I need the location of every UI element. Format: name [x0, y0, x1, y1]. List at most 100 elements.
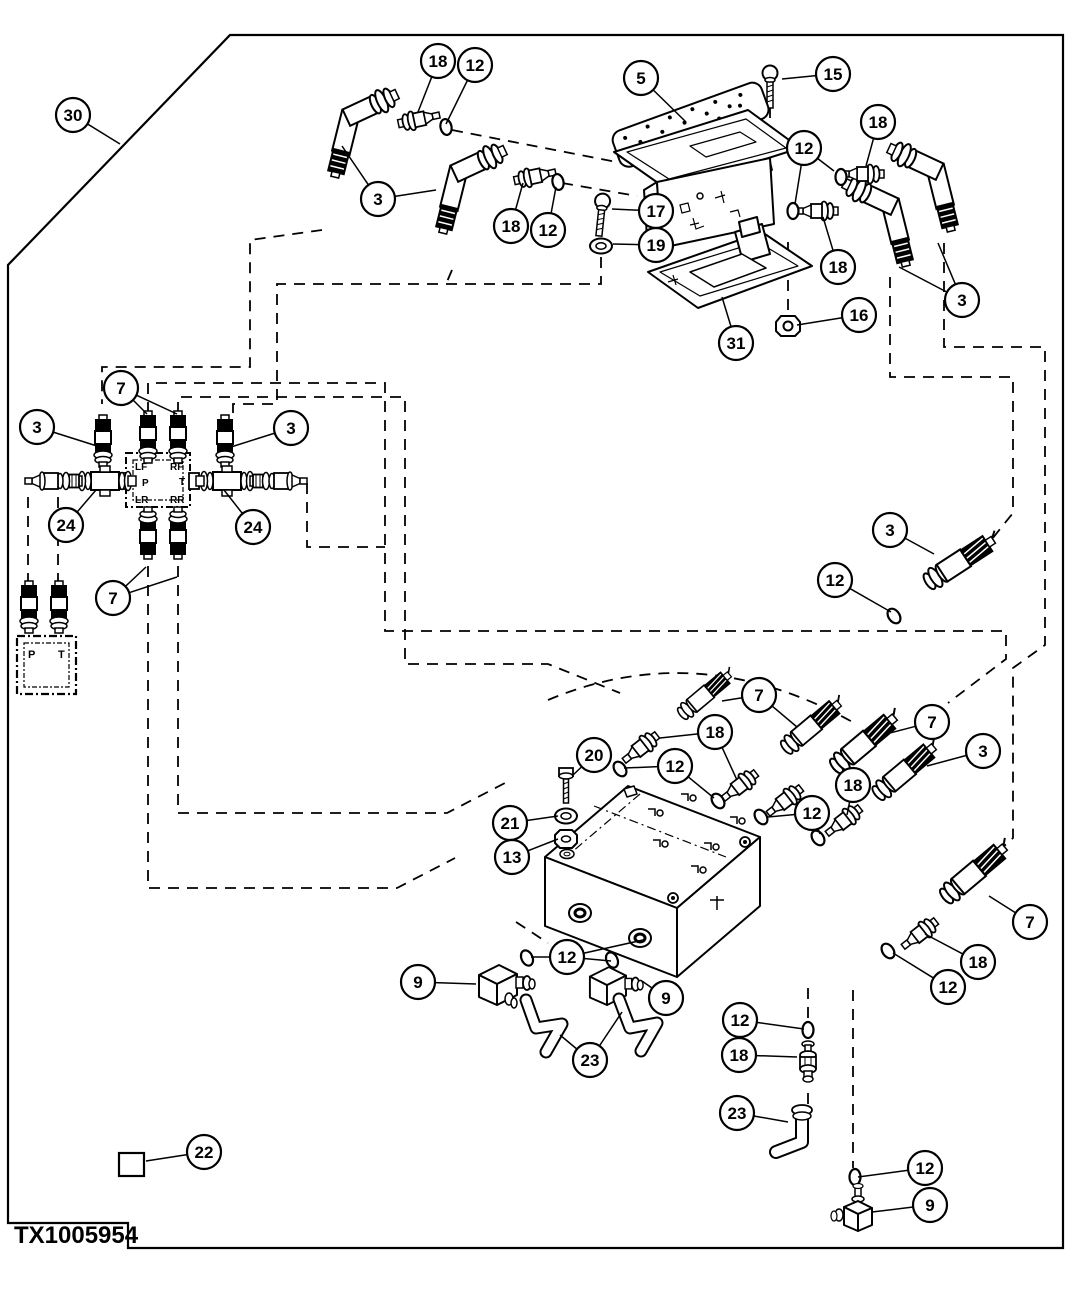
callout-12-balloon[interactable]: 12 [906, 1149, 944, 1187]
callout-3-balloon[interactable]: 3 [359, 180, 397, 218]
part-sfit [795, 200, 839, 222]
callout-7-balloon[interactable]: 7 [740, 676, 778, 714]
part-cart [49, 580, 69, 634]
callout-leader [753, 1115, 789, 1123]
part-tee [195, 465, 259, 497]
part-sfit [765, 783, 805, 818]
part-washers [559, 848, 575, 860]
valve-block-port-label: RF [170, 462, 183, 473]
part-sfit [900, 916, 940, 951]
callout-18-balloon[interactable]: 18 [696, 713, 734, 751]
callout-number: 23 [581, 1051, 600, 1070]
callout-23-balloon[interactable]: 23 [571, 1041, 609, 1079]
callout-21-balloon[interactable]: 21 [491, 804, 529, 842]
part-cart [19, 580, 39, 634]
callout-9-balloon[interactable]: 9 [911, 1186, 949, 1224]
callout-9-balloon[interactable]: 9 [399, 963, 437, 1001]
part-oring [551, 172, 565, 192]
callout-leader [583, 939, 644, 955]
callout-leader [527, 838, 559, 852]
callout-9-balloon[interactable]: 9 [647, 979, 685, 1017]
callout-18-balloon[interactable]: 18 [959, 943, 997, 981]
callout-number: 12 [666, 757, 685, 776]
callout-16-balloon[interactable]: 16 [840, 296, 878, 334]
part-bolt [558, 767, 574, 804]
part-cart [93, 414, 113, 468]
part-oring [710, 792, 726, 810]
part-oring [519, 949, 535, 967]
figure-id-label: TX1005954 [14, 1222, 139, 1249]
callout-number: 12 [466, 56, 485, 75]
callout-18-balloon[interactable]: 18 [834, 766, 872, 804]
part-hose [779, 694, 843, 755]
part-oring [834, 167, 848, 187]
callout-3-balloon[interactable]: 3 [18, 408, 56, 446]
callout-12-balloon[interactable]: 12 [529, 211, 567, 249]
callout-number: 12 [803, 804, 822, 823]
part-nuthex [554, 829, 578, 849]
callout-18-balloon[interactable]: 18 [419, 42, 457, 80]
callout-number: 9 [413, 973, 422, 992]
callout-3-balloon[interactable]: 3 [964, 732, 1002, 770]
callout-leader [817, 157, 835, 172]
callout-leader [394, 189, 437, 198]
callout-leader [687, 776, 715, 799]
callout-13-balloon[interactable]: 13 [493, 838, 531, 876]
callout-7-balloon[interactable]: 7 [913, 703, 951, 741]
callout-18-balloon[interactable]: 18 [492, 207, 530, 245]
callout-number: 12 [939, 978, 958, 997]
callout-18-balloon[interactable]: 18 [819, 248, 857, 286]
callout-leader [124, 566, 147, 587]
callout-3-balloon[interactable]: 3 [272, 409, 310, 447]
callout-17-balloon[interactable]: 17 [637, 192, 675, 230]
callout-3-balloon[interactable]: 3 [871, 511, 909, 549]
hose-route [561, 182, 638, 197]
valve-block-port-label: P [142, 478, 149, 489]
callout-19-balloon[interactable]: 19 [637, 226, 675, 264]
callout-7-balloon[interactable]: 7 [1011, 903, 1049, 941]
callout-20-balloon[interactable]: 20 [575, 736, 613, 774]
callout-number: 18 [969, 953, 988, 972]
part-screw [761, 64, 779, 109]
callout-number: 31 [727, 334, 746, 353]
callout-18-balloon[interactable]: 18 [720, 1036, 758, 1074]
callout-leader [598, 1011, 623, 1047]
part-elb23 [769, 1104, 813, 1159]
callout-12-balloon[interactable]: 12 [929, 968, 967, 1006]
callout-22-balloon[interactable]: 22 [185, 1133, 223, 1171]
callout-12-balloon[interactable]: 12 [656, 747, 694, 785]
callout-number: 7 [1025, 913, 1034, 932]
callout-leader [849, 587, 892, 613]
callout-3-balloon[interactable]: 3 [943, 281, 981, 319]
callout-5-balloon[interactable]: 5 [622, 59, 660, 97]
callout-15-balloon[interactable]: 15 [814, 55, 852, 93]
part-sfit [720, 768, 760, 803]
callout-12-balloon[interactable]: 12 [816, 561, 854, 599]
callout-12-balloon[interactable]: 12 [793, 794, 831, 832]
callout-number: 12 [795, 139, 814, 158]
callout-31-balloon[interactable]: 31 [717, 324, 755, 362]
callout-number: 30 [64, 106, 83, 125]
callout-7-balloon[interactable]: 7 [102, 369, 140, 407]
callout-24-balloon[interactable]: 24 [234, 508, 272, 546]
callout-23-balloon[interactable]: 23 [718, 1094, 756, 1132]
hose-route [515, 921, 549, 944]
callout-18-balloon[interactable]: 18 [859, 103, 897, 141]
callout-7-balloon[interactable]: 7 [94, 579, 132, 617]
part-plate31 [647, 216, 813, 309]
callout-12-balloon[interactable]: 12 [785, 129, 823, 167]
callout-leader-lines [52, 74, 1017, 1213]
callout-12-balloon[interactable]: 12 [721, 1001, 759, 1039]
callout-number: 7 [927, 713, 936, 732]
hose-route [445, 269, 453, 285]
callout-30-balloon[interactable]: 30 [54, 96, 92, 134]
callout-12-balloon[interactable]: 12 [548, 938, 586, 976]
callout-leader [721, 696, 743, 702]
callout-24-balloon[interactable]: 24 [47, 506, 85, 544]
callout-number: 12 [916, 1159, 935, 1178]
hose-routing-lines [27, 107, 1046, 1168]
callout-12-balloon[interactable]: 12 [456, 46, 494, 84]
part-elbow [326, 87, 401, 180]
callout-leader [865, 138, 875, 167]
